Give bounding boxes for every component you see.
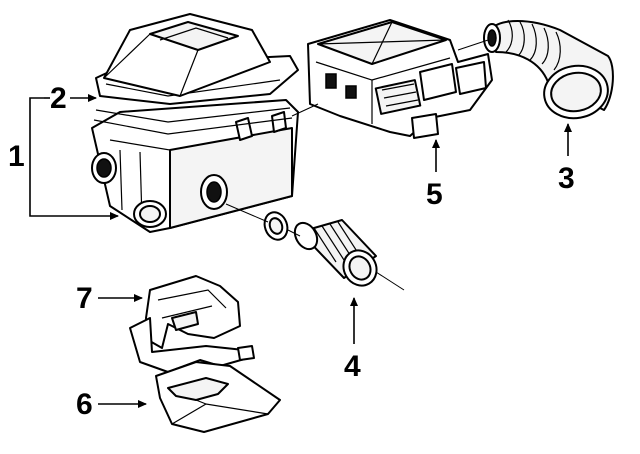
upper-shield-bracket	[145, 275, 241, 349]
callout-1: 1	[8, 140, 25, 173]
hose-clamp-ring	[263, 211, 289, 241]
callout-3: 3	[558, 162, 575, 195]
intake-bellows-hose	[293, 219, 378, 287]
callout-4: 4	[344, 350, 361, 383]
lower-tray-bracket	[129, 317, 281, 433]
callout-labels: 1 2 3 4 5 6 7	[8, 82, 575, 421]
intake-hose	[483, 19, 614, 120]
callout-7: 7	[76, 282, 93, 315]
assembly-axis-lines	[225, 39, 489, 291]
callout-6: 6	[76, 388, 93, 421]
leader-lines	[29, 94, 572, 408]
callout-2: 2	[50, 82, 67, 115]
air-cleaner-cover	[93, 13, 299, 135]
air-flow-meter	[307, 19, 493, 139]
leader-1	[29, 97, 119, 220]
callout-5: 5	[426, 178, 443, 211]
air-cleaner-assembly	[91, 99, 299, 233]
